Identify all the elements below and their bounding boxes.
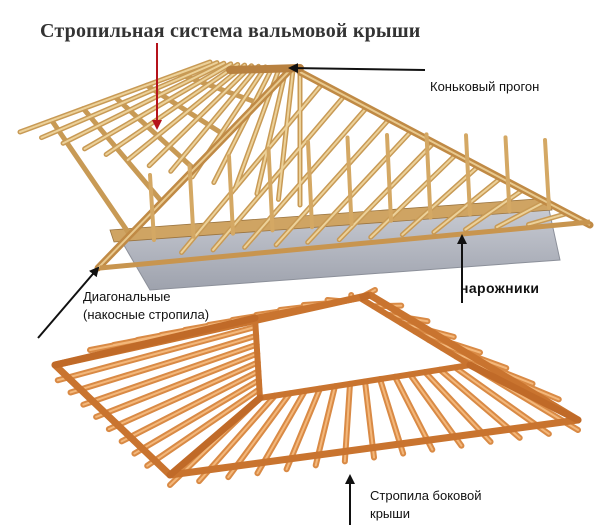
post (266, 146, 275, 233)
label-side-line1: Стропила боковой (370, 488, 482, 503)
diagram-title: Стропильная система вальмовой крыши (40, 20, 421, 42)
label-side-line2: крыши (370, 506, 410, 521)
post (464, 133, 472, 217)
purlin (49, 117, 133, 238)
jack-rafters (148, 132, 551, 242)
purlin (144, 82, 229, 139)
bottom-hip-4 (166, 394, 264, 479)
post (306, 139, 314, 230)
eave-board (99, 219, 591, 271)
bottom-hip-3 (466, 361, 582, 424)
arrow-diagonal (37, 266, 100, 339)
post (345, 135, 354, 226)
callout-arrows (37, 43, 467, 525)
purlin (112, 94, 197, 172)
label-diagonal-line1: Диагональные (83, 289, 171, 304)
ridge-beam (226, 64, 304, 74)
bottom-hip-1 (51, 314, 259, 369)
post (385, 132, 393, 223)
label-diagonal-line2: (накосные стропила) (83, 307, 210, 322)
post (227, 154, 235, 236)
post (543, 138, 551, 210)
post (424, 132, 433, 220)
post (187, 163, 196, 239)
bottom-hip-2 (358, 291, 372, 302)
top-roof-frame (17, 59, 594, 291)
arrow-ridge (288, 63, 426, 74)
label-diagonal-rafters: Диагональные (накосные стропила) (83, 288, 209, 324)
post (503, 135, 512, 214)
label-side-rafters: Стропила боковой крыши (370, 487, 482, 523)
label-jack-rafters: нарожники (460, 280, 540, 296)
bottom-roof-frame (51, 287, 582, 488)
post (148, 173, 156, 242)
label-ridge-beam: Коньковый прогон (430, 79, 540, 94)
